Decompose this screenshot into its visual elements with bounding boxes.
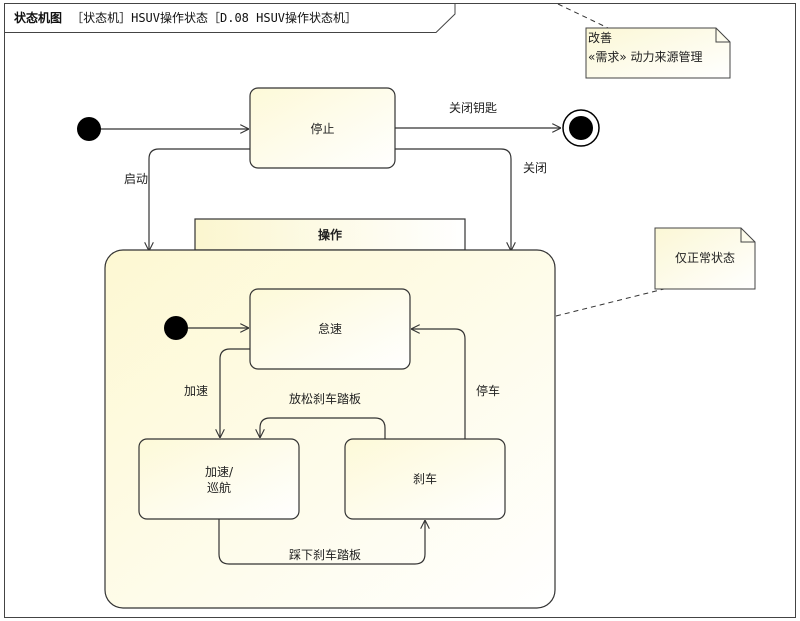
- final-state-icon[interactable]: [562, 109, 600, 147]
- refine-note[interactable]: 改善 «需求» 动力来源管理: [585, 27, 731, 79]
- note-anchor-line: [557, 3, 609, 29]
- transition-release-brake[interactable]: [260, 417, 386, 439]
- state-idle[interactable]: 怠速: [249, 288, 411, 370]
- transition-press-brake[interactable]: [218, 519, 425, 565]
- initial-state-icon[interactable]: [77, 117, 101, 141]
- state-braking-label: 刹车: [413, 471, 437, 486]
- note-anchor-line: [555, 284, 681, 317]
- state-stopped[interactable]: 停止: [249, 87, 396, 169]
- frame-title-tab: [4, 3, 456, 33]
- label-press-brake: 踩下刹车踏板: [289, 547, 361, 562]
- state-accelerate-cruise[interactable]: 加速/ 巡航: [138, 438, 300, 520]
- label-close-key: 关闭钥匙: [449, 101, 497, 115]
- note-normal-text: 仅正常状态: [675, 251, 735, 265]
- label-start: 启动: [124, 172, 148, 186]
- inner-initial-state-icon[interactable]: [164, 316, 188, 340]
- state-accel-label-line1: 加速/: [205, 465, 234, 479]
- state-operating-label: 操作: [318, 227, 342, 242]
- normal-state-note[interactable]: 仅正常状态: [654, 227, 756, 290]
- label-accelerate: 加速: [184, 384, 208, 398]
- state-idle-label: 怠速: [318, 322, 342, 336]
- transition-close[interactable]: [395, 148, 511, 251]
- transition-stop-car[interactable]: [411, 329, 466, 439]
- state-braking[interactable]: 刹车: [344, 438, 506, 520]
- frame-title: 状态机图 ［状态机］HSUV操作状态［D.08 HSUV操作状态机］: [14, 7, 357, 26]
- label-stop-car: 停车: [476, 383, 500, 398]
- transition-accelerate[interactable]: [220, 348, 250, 438]
- transition-start[interactable]: [149, 148, 250, 251]
- note-refine-line2: «需求» 动力来源管理: [588, 49, 703, 64]
- label-close: 关闭: [523, 161, 547, 175]
- label-release-brake: 放松刹车踏板: [289, 391, 361, 406]
- note-refine-line1: 改善: [588, 30, 612, 45]
- state-stopped-label: 停止: [310, 121, 334, 136]
- state-accel-label-line2: 巡航: [207, 480, 231, 495]
